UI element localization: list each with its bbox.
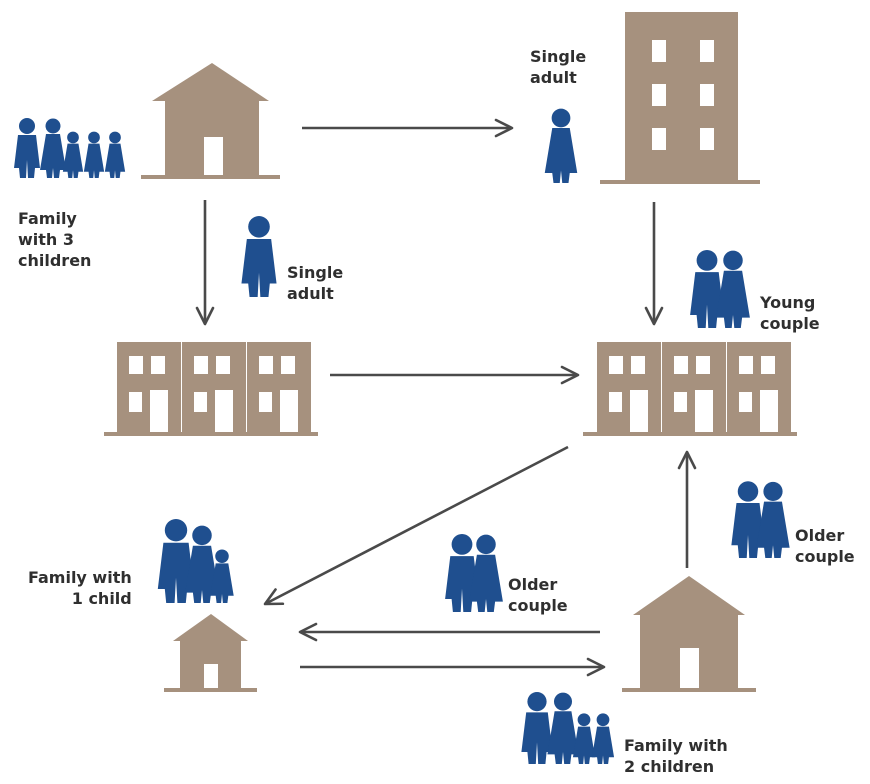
buildings xyxy=(104,12,797,692)
older-couple-right-figures xyxy=(731,481,790,558)
label-single-adult-middle: Single adult xyxy=(287,263,344,303)
flow-arrows xyxy=(195,118,697,677)
house-top-left xyxy=(141,63,280,179)
arrow-terrace-to-small-house xyxy=(263,445,569,606)
label-family-1-child: Family with 1 child xyxy=(28,568,132,608)
older-couple-middle-figures xyxy=(445,534,503,612)
young-couple-figures xyxy=(690,250,750,328)
family-1-child-figures xyxy=(157,519,234,603)
label-family-2-children: Family with 2 children xyxy=(624,736,728,776)
house-bottom-left xyxy=(164,614,257,692)
label-older-couple-right: Older couple xyxy=(795,526,855,566)
label-family-3-children: Family with 3 children xyxy=(18,209,92,270)
apartment-tower xyxy=(600,12,760,184)
family-3-children-figures xyxy=(14,118,126,178)
family-2-children-figures xyxy=(521,692,615,764)
house-bottom-right xyxy=(622,576,756,692)
single-adult-middle-figure xyxy=(241,216,277,297)
label-young-couple: Young couple xyxy=(760,293,820,333)
label-older-couple-middle: Older couple xyxy=(508,575,568,615)
terrace-middle-left xyxy=(104,342,318,436)
single-adult-top-figure xyxy=(544,108,578,183)
label-single-adult-top: Single adult xyxy=(530,47,587,87)
terrace-middle-right xyxy=(583,342,797,436)
